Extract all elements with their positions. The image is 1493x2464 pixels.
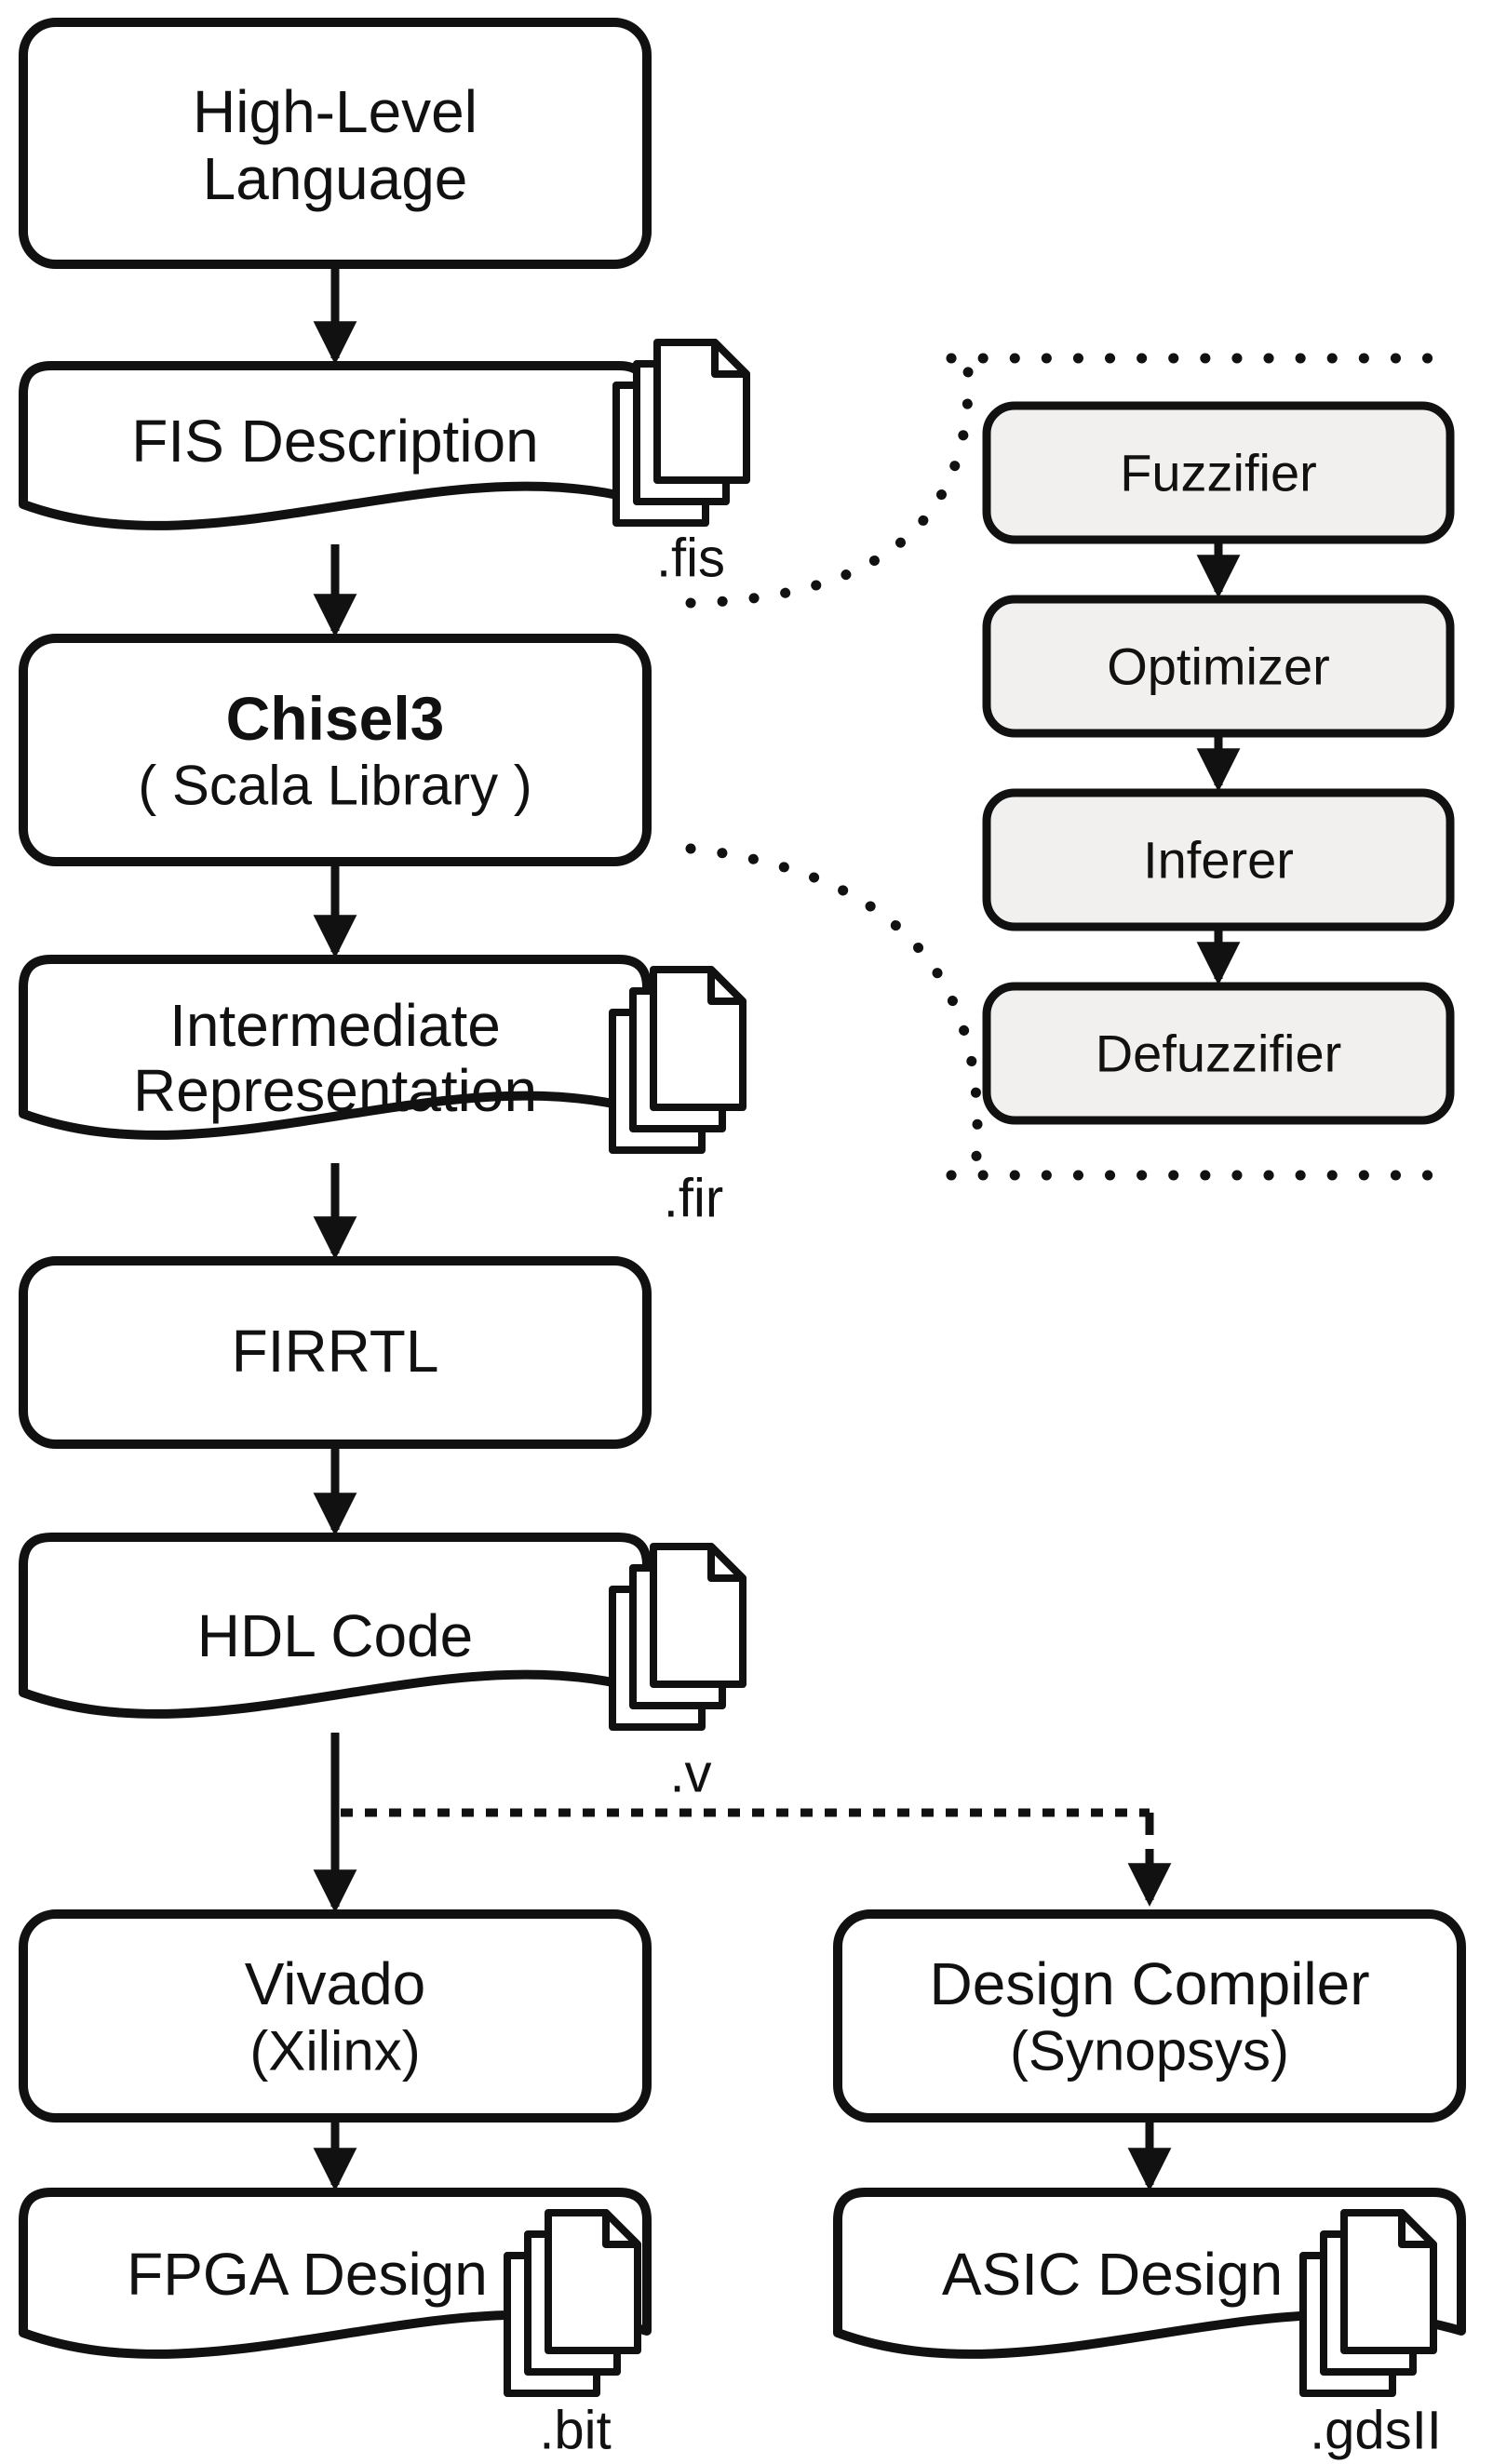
callout-dotted-curve-upper	[685, 365, 974, 609]
hdl-code-document-shape	[19, 1533, 652, 1719]
chisel3-box	[19, 634, 652, 866]
gdsii-extension-label: .gdsII	[1310, 2401, 1442, 2461]
vivado-label-line2: (Xilinx)	[249, 2020, 420, 2082]
optimizer-label: Optimizer	[1107, 637, 1330, 696]
verilog-extension-label: .v	[669, 1744, 711, 1804]
node-hdl-code: HDL Code .v	[19, 1533, 746, 1804]
high-level-language-label-line2: Language	[203, 145, 468, 212]
fpga-design-label: FPGA Design	[127, 2241, 488, 2308]
firrtl-label: FIRRTL	[232, 1318, 439, 1385]
defuzzifier-label: Defuzzifier	[1096, 1024, 1342, 1083]
node-intermediate-representation: Intermediate Representation .fir	[19, 955, 746, 1229]
fir-extension-label: .fir	[664, 1169, 723, 1229]
fuzzy-pipeline-callout: Fuzzifier Optimizer Inferer Defuzzifier	[685, 353, 1455, 1181]
fuzzifier-label: Fuzzifier	[1120, 444, 1317, 502]
defuzzifier-box	[982, 982, 1455, 1125]
fis-description-label: FIS Description	[131, 408, 538, 475]
callout-dotted-curve-lower	[685, 843, 983, 1173]
node-inferer: Inferer	[982, 788, 1455, 931]
node-defuzzifier: Defuzzifier	[982, 982, 1455, 1125]
design-compiler-label-line1: Design Compiler	[929, 1950, 1369, 2017]
node-fis-description: FIS Description .fis	[19, 339, 750, 589]
fpga-design-document-shape	[19, 2188, 652, 2359]
fir-files-stack-icon	[609, 966, 746, 1154]
vivado-label-line1: Vivado	[245, 1950, 426, 2017]
node-asic-design: ASIC Design .gdsII	[833, 2188, 1466, 2461]
node-fpga-design: FPGA Design .bit	[19, 2188, 652, 2461]
asic-design-label: ASIC Design	[942, 2241, 1283, 2308]
fis-files-stack-icon	[612, 339, 750, 527]
vivado-box	[19, 1909, 652, 2123]
intermediate-representation-label-line2: Representation	[133, 1057, 537, 1124]
inferer-label: Inferer	[1143, 831, 1294, 890]
node-fuzzifier: Fuzzifier	[982, 401, 1455, 544]
firrtl-box	[19, 1256, 652, 1449]
node-optimizer: Optimizer	[982, 595, 1455, 738]
chisel3-sublabel: ( Scala Library )	[138, 755, 531, 817]
design-compiler-label-line2: (Synopsys)	[1010, 2020, 1289, 2082]
bit-files-stack-icon	[504, 2209, 641, 2397]
verilog-files-stack-icon	[609, 1543, 746, 1731]
chisel3-label: Chisel3	[226, 684, 445, 753]
high-level-language-label-line1: High-Level	[193, 78, 477, 145]
intermediate-representation-document-shape	[19, 955, 652, 1140]
node-firrtl: FIRRTL	[19, 1256, 652, 1449]
node-chisel3: Chisel3 ( Scala Library )	[19, 634, 652, 866]
node-design-compiler: Design Compiler (Synopsys)	[833, 1909, 1466, 2123]
node-vivado: Vivado (Xilinx)	[19, 1909, 652, 2123]
fis-extension-label: .fis	[656, 529, 725, 589]
gdsii-files-stack-icon	[1299, 2209, 1437, 2397]
design-compiler-box	[833, 1909, 1466, 2123]
bit-extension-label: .bit	[539, 2401, 611, 2461]
node-high-level-language: High-Level Language	[19, 18, 652, 269]
hdl-code-label: HDL Code	[197, 1602, 473, 1669]
intermediate-representation-label-line1: Intermediate	[169, 992, 501, 1059]
